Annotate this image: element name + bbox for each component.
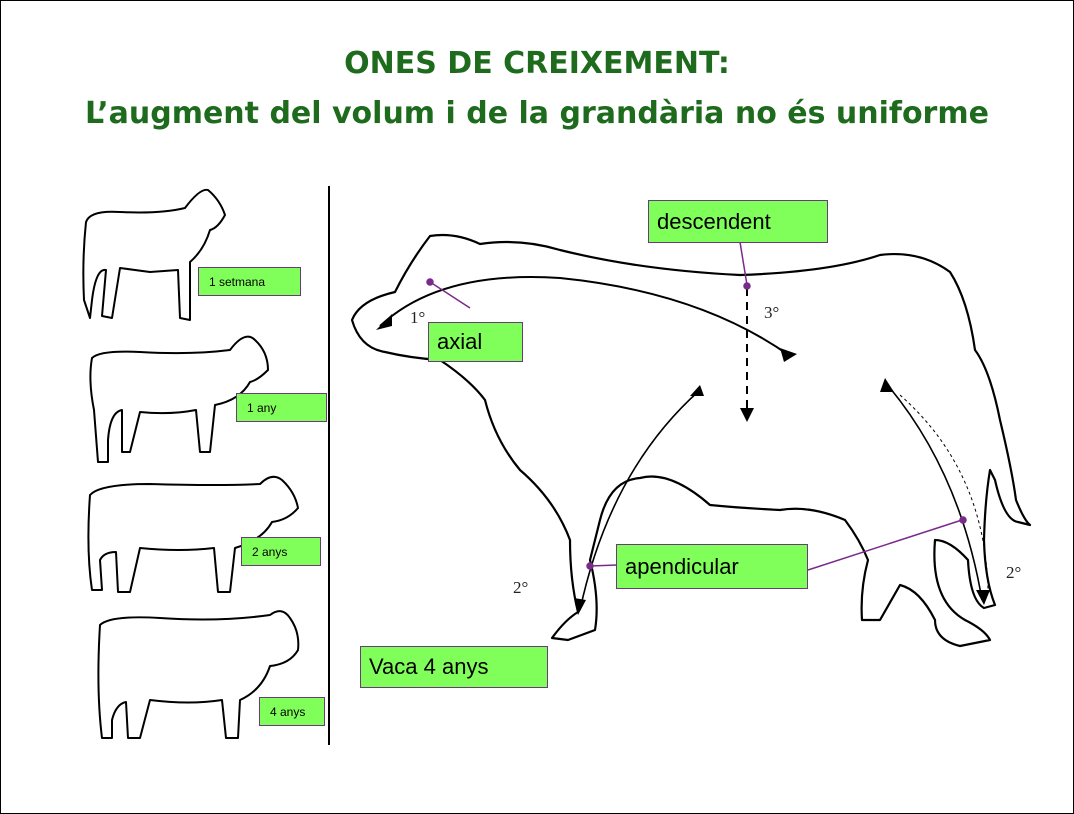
apendicular-pointer-right: [807, 519, 963, 571]
age-label-1-setmana: 1 setmana: [198, 267, 301, 296]
age-label-4-anys: 4 anys: [259, 697, 325, 726]
axial-pointer-dot: [426, 278, 434, 286]
descendent-pointer-dot: [743, 282, 751, 290]
rear-leg-arrowhead-bottom: [976, 590, 990, 605]
wave-mark-second-left: 2°: [513, 578, 529, 597]
label-apendicular: apendicular: [616, 544, 808, 589]
slide-title: ONES DE CREIXEMENT:: [344, 46, 730, 81]
apendicular-pointer-left: [589, 564, 618, 567]
wave-mark-second-right: 2°: [1006, 563, 1022, 582]
axial-pointer: [429, 281, 471, 309]
axial-arrowhead-left: [376, 314, 392, 330]
calf-1-week-outline: [82, 188, 226, 321]
front-leg-arrowhead-top: [690, 385, 704, 396]
label-descendent: descendent: [648, 200, 828, 243]
front-leg-arrow: [579, 389, 701, 611]
rear-leg-arrow: [884, 381, 983, 601]
cow-1-year-outline: [89, 335, 269, 463]
wave-mark-third: 3°: [764, 303, 780, 322]
front-leg-arrowhead-bottom: [574, 598, 586, 615]
slide-subtitle: L’augment del volum i de la grandària no…: [85, 96, 989, 131]
axial-arrow: [379, 276, 791, 357]
apendicular-pointer-right-dot: [959, 516, 967, 524]
rear-leg-arrowhead-top: [880, 378, 894, 392]
apendicular-pointer-left-dot: [586, 562, 594, 570]
cow-2-years-outline: [87, 475, 299, 593]
rear-leg-second-arrow: [899, 394, 989, 591]
label-vaca-4-anys: Vaca 4 anys: [360, 646, 548, 688]
age-label-2-anys: 2 anys: [241, 537, 321, 566]
descendent-pointer: [739, 241, 748, 286]
axial-arrowhead: [780, 348, 797, 362]
age-label-1-any: 1 any: [236, 393, 327, 422]
descendent-arrowhead: [740, 408, 754, 422]
cow-4-years-outline: [97, 610, 300, 739]
wave-mark-first: 1°: [410, 308, 426, 327]
label-axial: axial: [428, 322, 523, 362]
